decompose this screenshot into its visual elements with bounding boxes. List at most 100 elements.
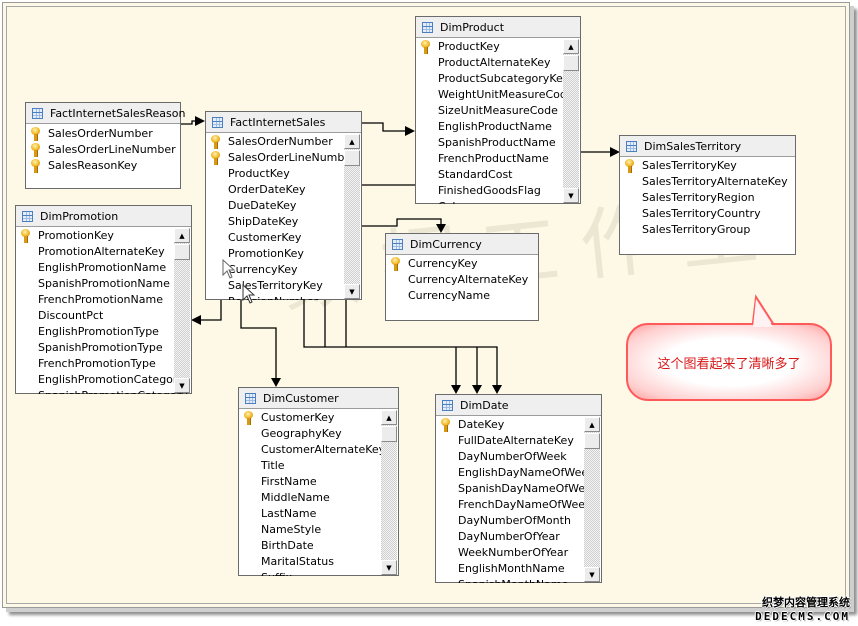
column-row[interactable]: FrenchPromotionType xyxy=(16,356,191,372)
scroll-thumb[interactable] xyxy=(344,150,360,166)
scroll-up-button[interactable]: ▲ xyxy=(563,39,579,54)
scroll-up-button[interactable]: ▲ xyxy=(381,410,397,425)
column-row[interactable]: StandardCost xyxy=(416,167,580,183)
column-row[interactable]: EnglishPromotionType xyxy=(16,324,191,340)
column-row[interactable]: PromotionKey xyxy=(206,246,361,262)
column-row[interactable]: FullDateAlternateKey xyxy=(436,433,601,449)
column-row[interactable]: CurrencyAlternateKey xyxy=(386,272,538,288)
column-row[interactable]: DayNumberOfWeek xyxy=(436,449,601,465)
scroll-up-button[interactable]: ▲ xyxy=(584,417,600,432)
column-row[interactable]: SpanishPromotionCategory xyxy=(16,388,191,394)
scroll-thumb[interactable] xyxy=(584,433,600,449)
table-factinternetsalesreason[interactable]: FactInternetSalesReason SalesOrderNumber… xyxy=(25,102,185,189)
column-row[interactable]: GeographyKey xyxy=(239,426,398,442)
column-row[interactable]: LastName xyxy=(239,506,398,522)
column-row[interactable]: ProductKey xyxy=(416,39,580,55)
column-row[interactable]: SalesTerritoryCountry xyxy=(620,206,795,222)
vertical-scrollbar[interactable]: ▲▼ xyxy=(344,134,360,299)
column-row[interactable]: FrenchProductName xyxy=(416,151,580,167)
column-row[interactable]: CurrencyName xyxy=(386,288,538,304)
table-header[interactable]: FactInternetSalesReason xyxy=(26,103,185,124)
column-row[interactable]: SalesTerritoryKey xyxy=(620,158,795,174)
scroll-thumb[interactable] xyxy=(381,426,397,442)
table-header[interactable]: DimDate xyxy=(436,395,601,416)
column-row[interactable]: SpanishPromotionType xyxy=(16,340,191,356)
scroll-up-button[interactable]: ▲ xyxy=(344,134,360,149)
column-row[interactable]: CustomerKey xyxy=(239,410,398,426)
column-row[interactable]: CustomerKey xyxy=(206,230,361,246)
table-header[interactable]: DimProduct xyxy=(416,17,580,38)
column-row[interactable]: SpanishProductName xyxy=(416,135,580,151)
column-row[interactable]: EnglishPromotionName xyxy=(16,260,191,276)
column-row[interactable]: ProductKey xyxy=(206,166,361,182)
column-row[interactable]: EnglishDayNameOfWeek xyxy=(436,465,601,481)
column-row[interactable]: SalesTerritoryRegion xyxy=(620,190,795,206)
column-row[interactable]: ProductSubcategoryKey xyxy=(416,71,580,87)
column-row[interactable]: FrenchPromotionName xyxy=(16,292,191,308)
column-row[interactable]: DayNumberOfYear xyxy=(436,529,601,545)
column-row[interactable]: DayNumberOfMonth xyxy=(436,513,601,529)
column-row[interactable]: ShipDateKey xyxy=(206,214,361,230)
column-row[interactable]: CurrencyKey xyxy=(206,262,361,278)
column-row[interactable]: SalesOrderNumber xyxy=(206,134,361,150)
column-row[interactable]: Color xyxy=(416,199,580,204)
column-row[interactable]: OrderDateKey xyxy=(206,182,361,198)
column-row[interactable]: SalesOrderLineNumber xyxy=(206,150,361,166)
column-row[interactable]: EnglishProductName xyxy=(416,119,580,135)
column-row[interactable]: MiddleName xyxy=(239,490,398,506)
column-row[interactable]: PromotionKey xyxy=(16,228,191,244)
column-row[interactable]: FinishedGoodsFlag xyxy=(416,183,580,199)
table-header[interactable]: DimCustomer xyxy=(239,388,398,409)
scroll-down-button[interactable]: ▼ xyxy=(174,378,190,393)
column-row[interactable]: NameStyle xyxy=(239,522,398,538)
scroll-down-button[interactable]: ▼ xyxy=(563,188,579,203)
column-row[interactable]: RevisionNumber xyxy=(206,294,361,300)
vertical-scrollbar[interactable]: ▲▼ xyxy=(381,410,397,575)
column-row[interactable]: FirstName xyxy=(239,474,398,490)
table-header[interactable]: FactInternetSales xyxy=(206,112,361,133)
column-row[interactable]: BirthDate xyxy=(239,538,398,554)
column-row[interactable]: Suffix xyxy=(239,570,398,576)
table-header[interactable]: DimCurrency xyxy=(386,234,538,255)
column-row[interactable]: DiscountPct xyxy=(16,308,191,324)
column-row[interactable]: PromotionAlternateKey xyxy=(16,244,191,260)
column-row[interactable]: SpanishDayNameOfWeek xyxy=(436,481,601,497)
column-row[interactable]: SalesOrderNumber xyxy=(26,126,180,142)
column-row[interactable]: DueDateKey xyxy=(206,198,361,214)
column-row[interactable]: ProductAlternateKey xyxy=(416,55,580,71)
scroll-down-button[interactable]: ▼ xyxy=(584,567,600,582)
column-row[interactable]: Title xyxy=(239,458,398,474)
column-row[interactable]: SalesReasonKey xyxy=(26,158,180,174)
scroll-down-button[interactable]: ▼ xyxy=(381,560,397,575)
column-row[interactable]: SalesTerritoryAlternateKey xyxy=(620,174,795,190)
column-row[interactable]: SalesTerritoryKey xyxy=(206,278,361,294)
column-row[interactable]: SpanishPromotionName xyxy=(16,276,191,292)
table-header[interactable]: DimPromotion xyxy=(16,206,191,227)
column-row[interactable]: DateKey xyxy=(436,417,601,433)
column-row[interactable]: EnglishMonthName xyxy=(436,561,601,577)
column-row[interactable]: SpanishMonthName xyxy=(436,577,601,583)
column-row[interactable]: EnglishPromotionCategory xyxy=(16,372,191,388)
column-row[interactable]: FrenchDayNameOfWeek xyxy=(436,497,601,513)
column-row[interactable]: CurrencyKey xyxy=(386,256,538,272)
column-row[interactable]: MaritalStatus xyxy=(239,554,398,570)
scroll-up-button[interactable]: ▲ xyxy=(174,228,190,243)
vertical-scrollbar[interactable]: ▲▼ xyxy=(174,228,190,393)
scroll-thumb[interactable] xyxy=(563,55,579,71)
column-row[interactable]: SalesTerritoryGroup xyxy=(620,222,795,238)
scroll-down-button[interactable]: ▼ xyxy=(344,284,360,299)
table-header[interactable]: DimSalesTerritory xyxy=(620,136,795,157)
vertical-scrollbar[interactable]: ▲▼ xyxy=(584,417,600,582)
column-row[interactable]: WeekNumberOfYear xyxy=(436,545,601,561)
column-row[interactable]: SalesOrderLineNumber xyxy=(26,142,180,158)
scroll-thumb[interactable] xyxy=(174,244,190,260)
column-row[interactable]: SizeUnitMeasureCode xyxy=(416,103,580,119)
vertical-scrollbar[interactable]: ▲▼ xyxy=(563,39,579,203)
column-row[interactable]: WeightUnitMeasureCode xyxy=(416,87,580,103)
